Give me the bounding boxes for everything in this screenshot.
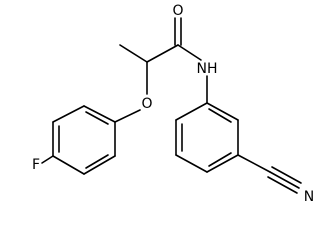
bond-ether-aryl bbox=[114, 109, 141, 123]
atom-label-carbonyl-oxygen: O bbox=[172, 3, 183, 19]
fluorophenyl-ring bbox=[52, 105, 116, 175]
chemical-structure: O NH O F N bbox=[32, 3, 314, 205]
atom-label-fluorine: F bbox=[32, 157, 40, 173]
bond-alpha-carbonyl bbox=[146, 44, 179, 63]
bond-fluorine bbox=[41, 155, 54, 164]
atom-label-amide-nitrogen: NH bbox=[197, 61, 218, 77]
bond-methyl bbox=[119, 44, 148, 63]
nitrile-triple-bond bbox=[267, 166, 302, 194]
bond-ring-nitrile bbox=[237, 154, 271, 173]
atom-label-ether-oxygen: O bbox=[141, 96, 152, 112]
atom-label-nitrile-nitrogen: N bbox=[304, 189, 314, 205]
cyanophenyl-ring bbox=[175, 102, 239, 173]
bond-carbonyl-nitrogen bbox=[177, 44, 202, 61]
